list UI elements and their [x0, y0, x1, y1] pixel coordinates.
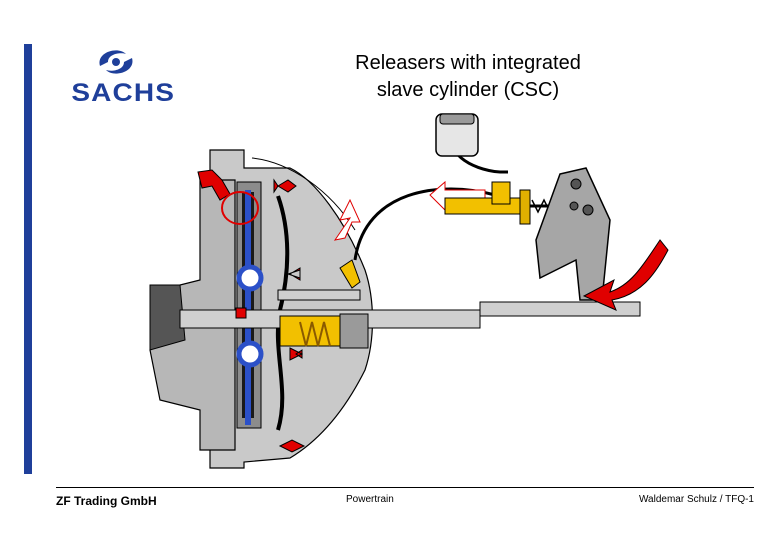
lever-spring-upper: [236, 264, 264, 292]
lever-spring-lower: [236, 340, 264, 368]
sachs-logo-text: SACHS: [71, 79, 175, 107]
bearing-carrier: [277, 289, 361, 301]
pedal-link-icon: [582, 204, 594, 216]
master-cylinder-inlet: [491, 181, 511, 205]
force-arrow-upper-right: [273, 178, 297, 194]
release-point-marker: [235, 307, 247, 319]
gearbox-shaft: [479, 301, 641, 317]
force-arrow-mid-upper: [286, 267, 301, 281]
pushrod-spring: [531, 198, 551, 214]
slide-title: Releasers with integrated slave cylinder…: [355, 52, 581, 101]
pedal-pivot-icon: [570, 178, 582, 190]
footer-company: ZF Trading GmbH: [56, 494, 157, 508]
footer-author: Waldemar Schulz / TFQ-1: [638, 494, 754, 505]
csc-spring: [299, 321, 331, 347]
flow-arrow-down: [333, 198, 361, 241]
pushrod-pin-icon: [569, 201, 579, 211]
pedal-force-arrow: [582, 239, 669, 311]
footer-rule: [56, 487, 754, 488]
clutch-pedal: [535, 167, 611, 301]
clutch-csc-diagram: [149, 113, 669, 469]
reservoir-cap: [439, 113, 475, 125]
force-arrow-mid-lower: [289, 347, 304, 361]
footer-department: Powertrain: [346, 494, 394, 505]
force-arrow-bottom: [278, 439, 306, 453]
highlight-circle: [221, 191, 259, 225]
crankshaft-flange: [149, 284, 186, 351]
force-arrow-top: [197, 169, 231, 201]
hydraulic-port: [339, 259, 361, 289]
left-accent-bar: [24, 44, 32, 474]
master-cylinder-flange: [519, 189, 531, 225]
sachs-logo: SACHS: [56, 44, 176, 110]
sachs-swirl-icon: [99, 50, 133, 74]
csc-housing: [339, 313, 369, 349]
master-cylinder: [444, 197, 526, 215]
